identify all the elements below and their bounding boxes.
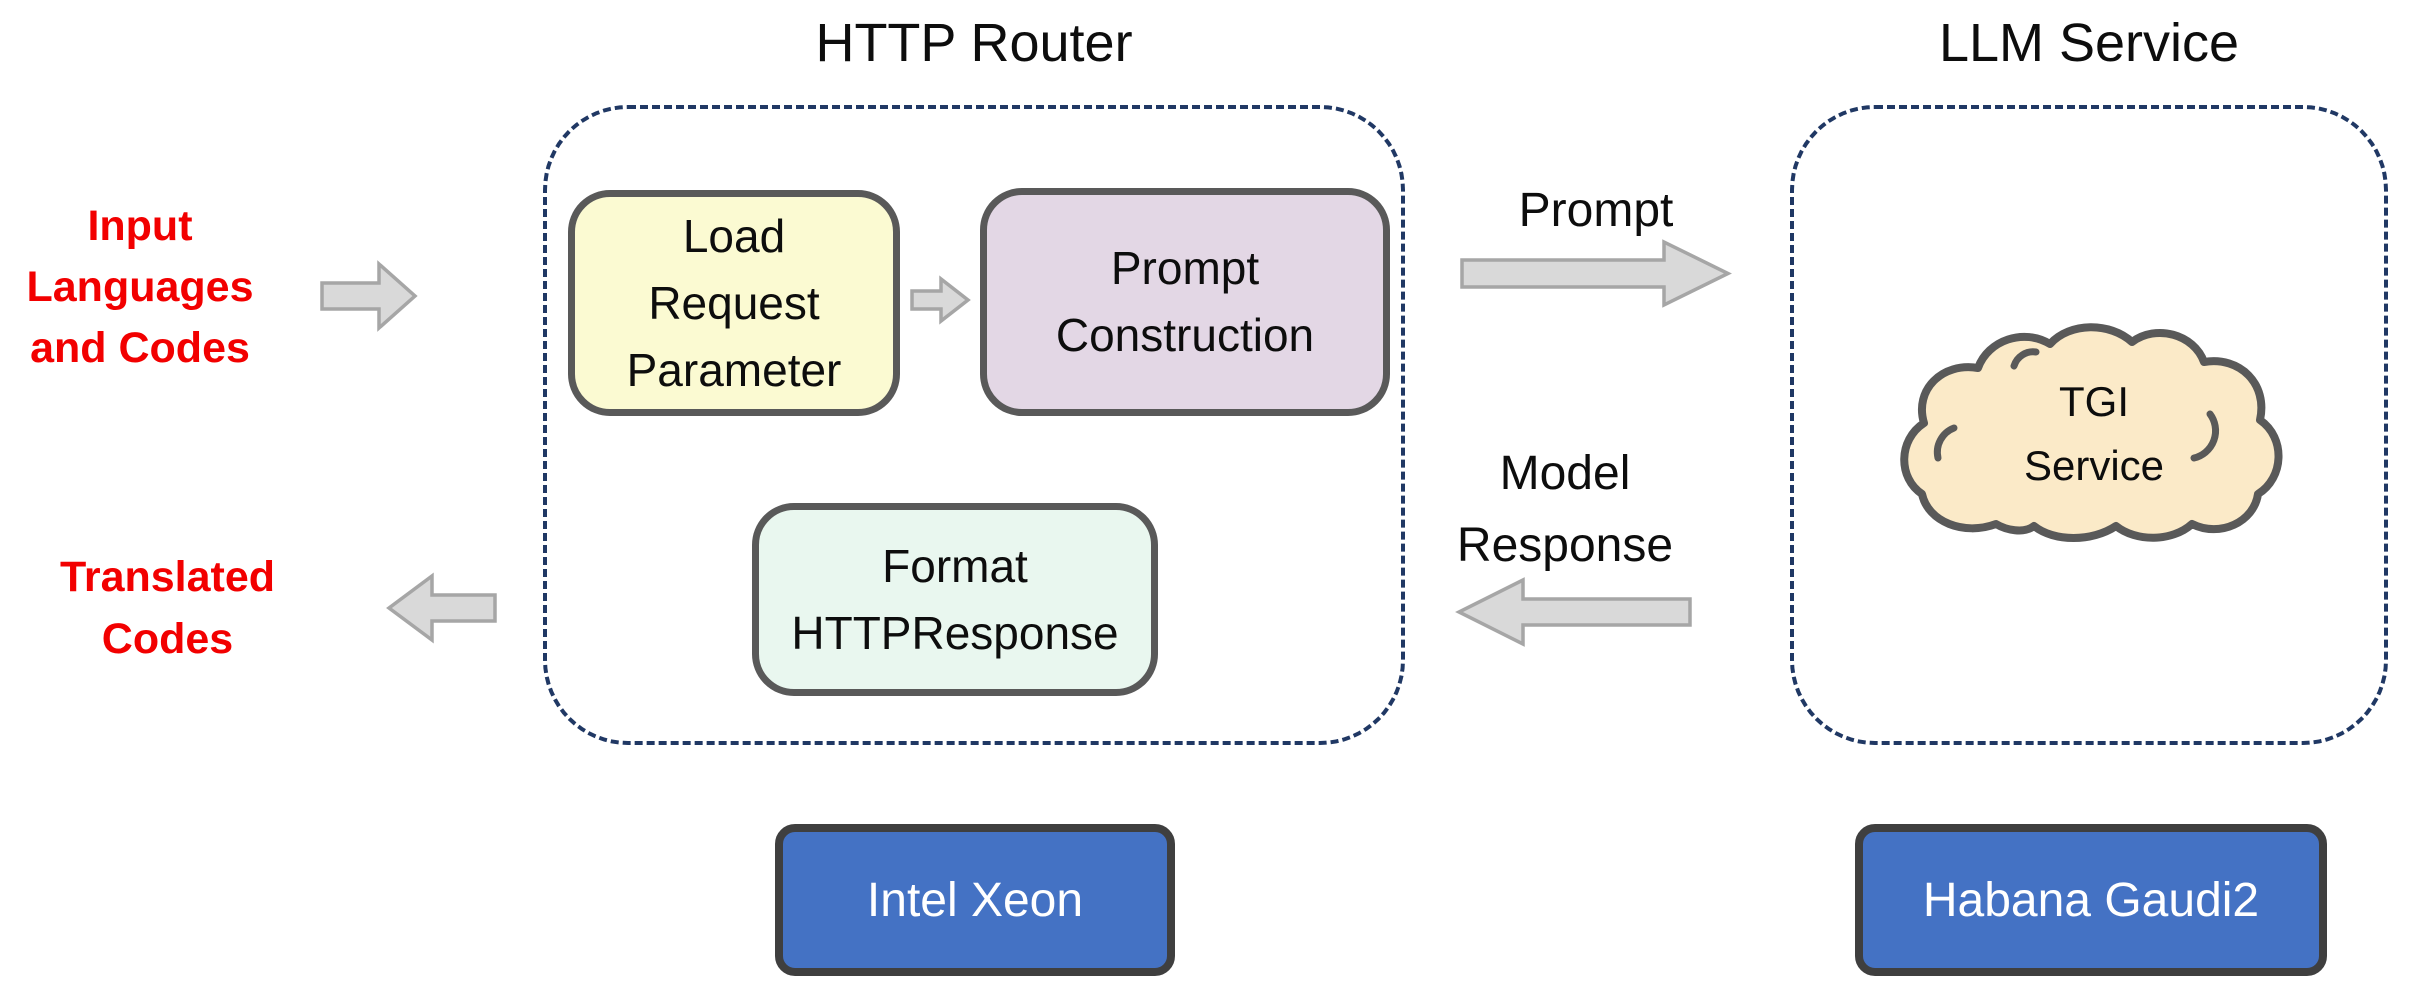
input-languages-label: Input Languages and Codes: [26, 202, 254, 372]
http-router-boundary: [543, 105, 1405, 745]
format-httpresponse-node: Format HTTPResponse: [752, 503, 1158, 696]
intel-xeon-label: Intel Xeon: [866, 873, 1084, 927]
load-request-parameter-node: Load Request Parameter: [568, 190, 900, 416]
input-arrow-icon: [320, 260, 418, 332]
format-httpresponse-label: Format HTTPResponse: [791, 539, 1119, 659]
tgi-service-label: TGI Service: [2023, 378, 2165, 489]
output-arrow-icon: [386, 572, 497, 644]
translated-codes-label: Translated Codes: [59, 553, 276, 663]
habana-gaudi2-chip: Habana Gaudi2: [1855, 824, 2327, 976]
load-request-parameter-label: Load Request Parameter: [626, 209, 842, 396]
habana-gaudi2-label: Habana Gaudi2: [1922, 873, 2260, 927]
prompt-arrow-icon: [1460, 239, 1732, 308]
prompt-construction-node: Prompt Construction: [980, 188, 1390, 416]
cloud-icon: [1900, 323, 2283, 542]
tgi-service-cloud: TGI Service: [1902, 328, 2286, 540]
prompt-flow-label: Prompt: [1518, 184, 1674, 237]
response-arrow-icon: [1455, 577, 1692, 647]
llm-service-title: LLM Service: [1938, 13, 2240, 73]
node-connector-arrow-icon: [910, 275, 971, 325]
model-response-flow-label: Model Response: [1456, 447, 1674, 572]
prompt-construction-label: Prompt Construction: [1055, 242, 1315, 361]
intel-xeon-chip: Intel Xeon: [775, 824, 1175, 976]
http-router-title: HTTP Router: [815, 13, 1133, 73]
llm-service-boundary: [1790, 105, 2388, 745]
